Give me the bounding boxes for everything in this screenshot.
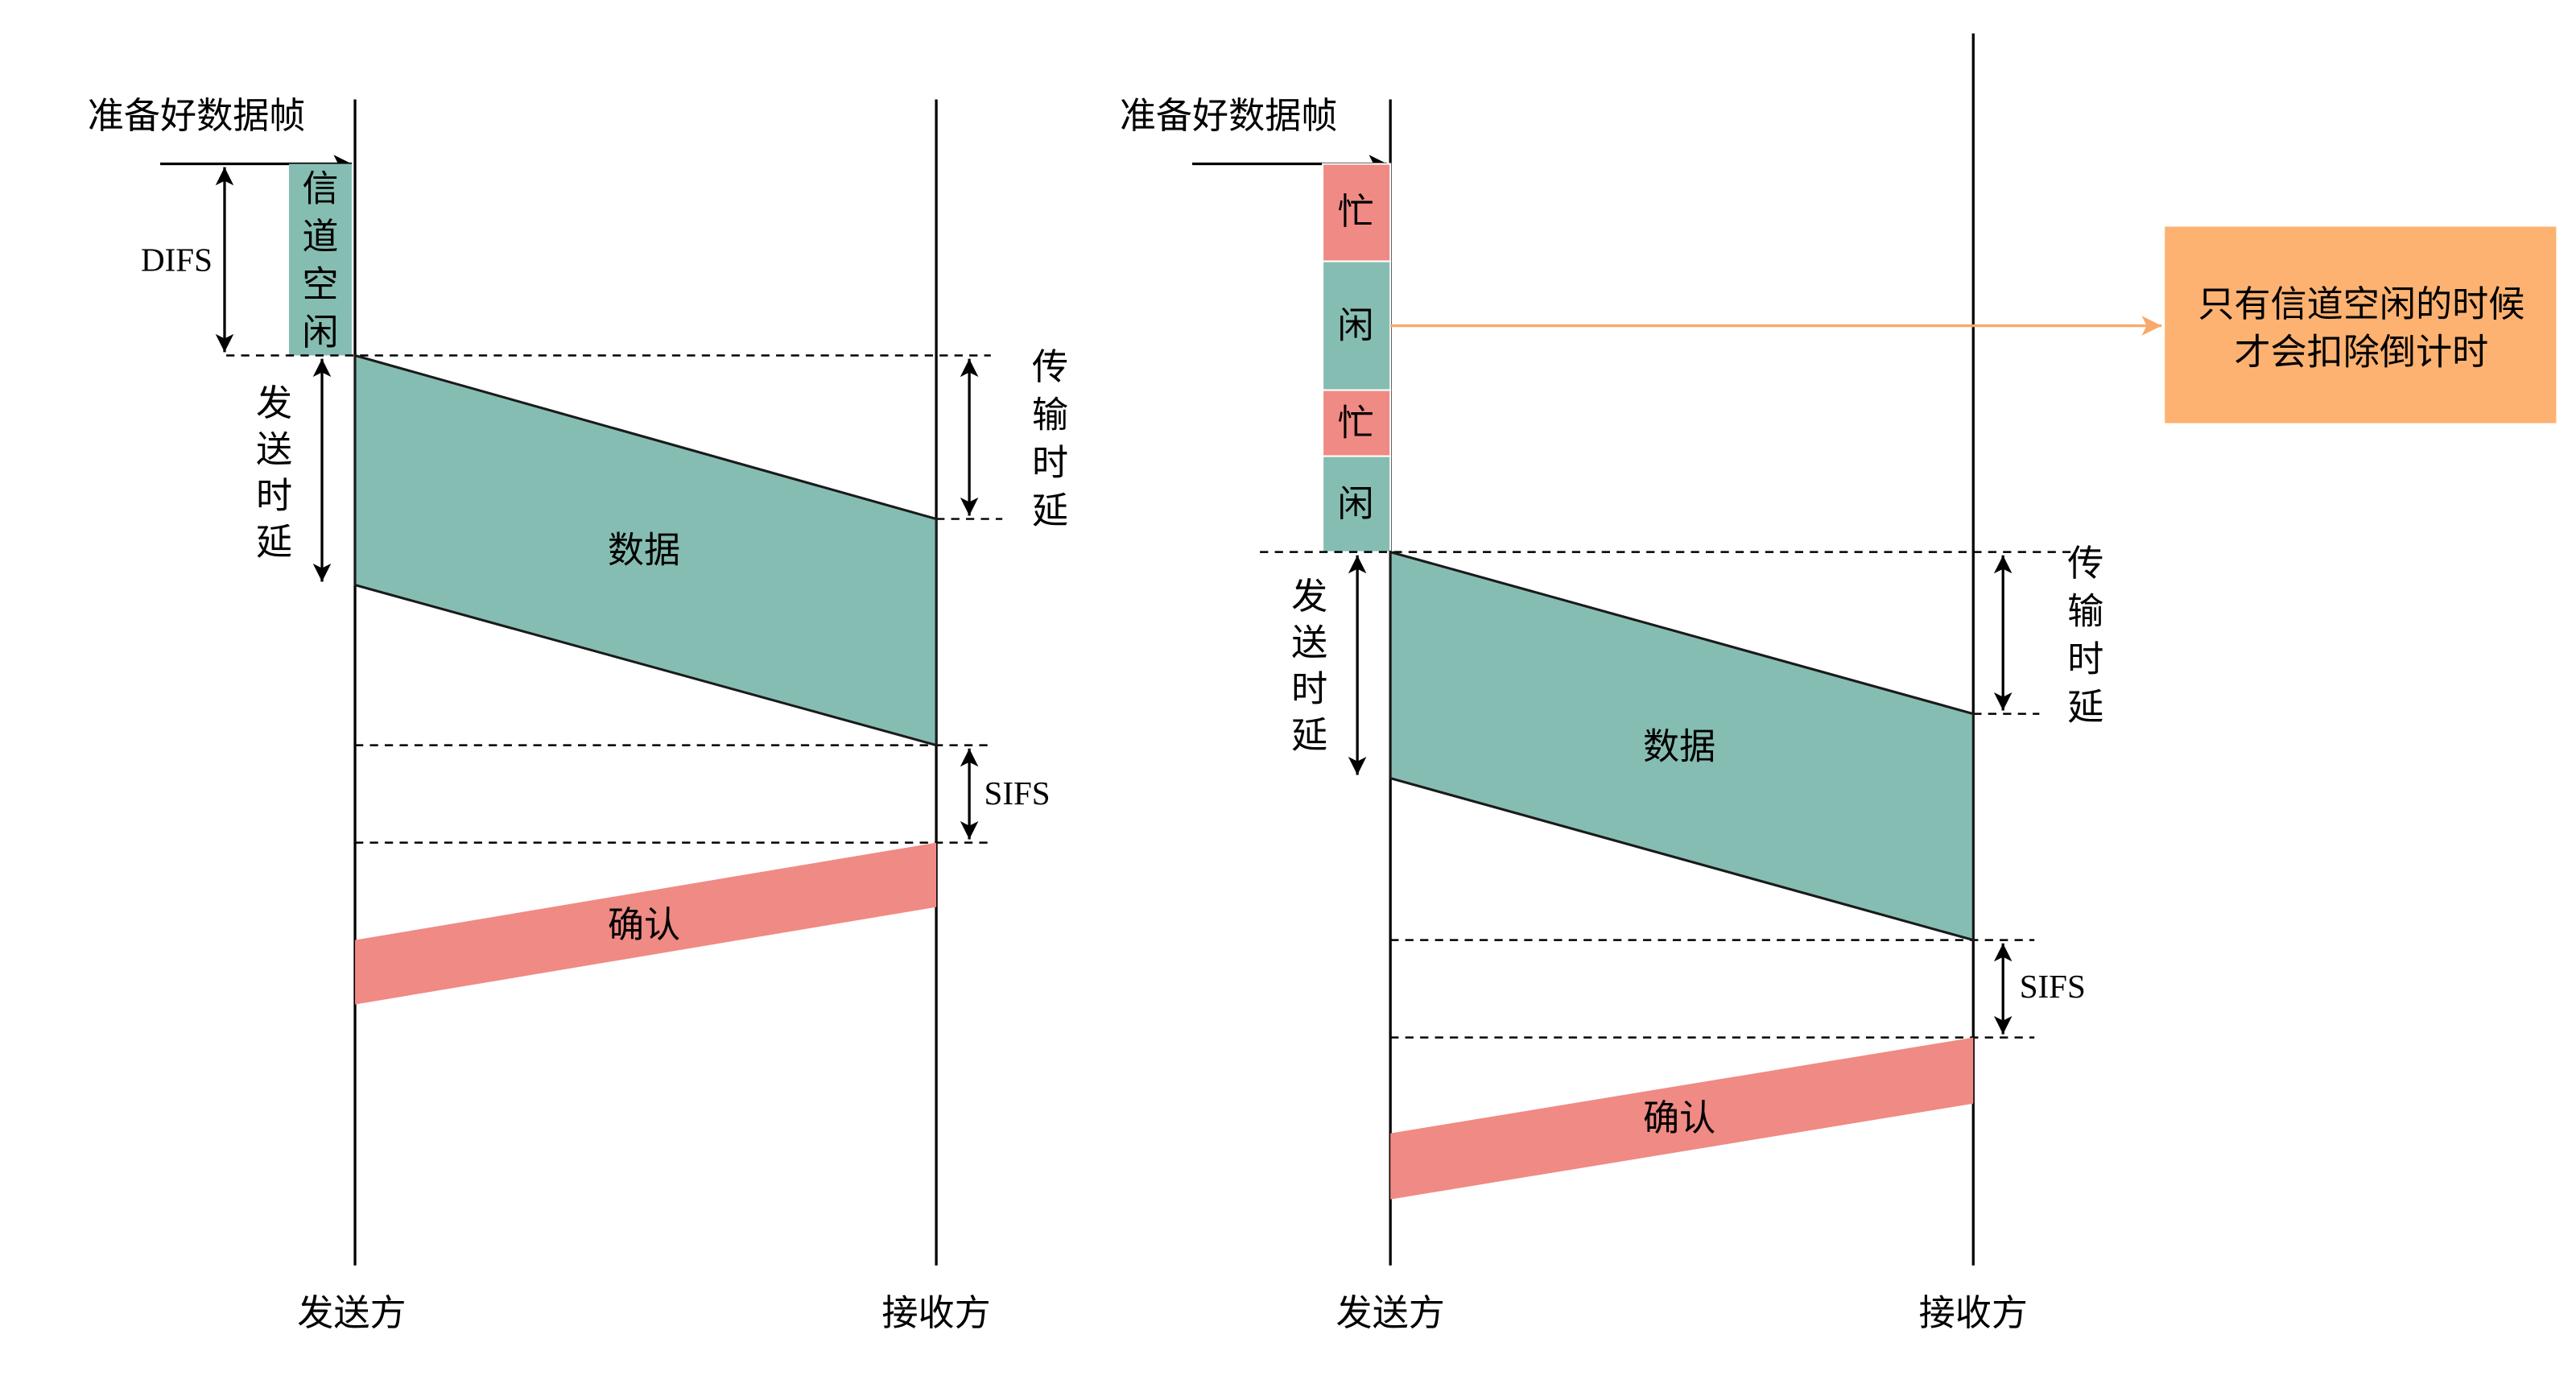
send-delay-label: 发送时延 [1291, 576, 1327, 755]
propagation-delay-label-char: 传 [2067, 543, 2103, 584]
sender-label: 发送方 [1336, 1293, 1445, 1333]
send-delay-label-char: 送 [1291, 622, 1327, 663]
propagation-delay-label-char: 传 [1032, 347, 1068, 387]
send-delay-label-char: 时 [1291, 669, 1327, 709]
channel-idle-label-char: 闲 [302, 312, 338, 353]
channel-idle-label-char: 信 [302, 168, 338, 209]
sender-label: 发送方 [297, 1293, 406, 1333]
propagation-delay-label-char: 延 [1032, 490, 1068, 531]
propagation-delay-label-char: 时 [1032, 443, 1068, 483]
propagation-delay-label-char: 输 [2067, 591, 2103, 631]
ready-frame-label: 准备好数据帧 [88, 96, 306, 136]
difs-label: DIFS [141, 242, 213, 279]
ack-frame [355, 842, 937, 1005]
send-delay-label-char: 延 [256, 522, 292, 562]
propagation-delay-label-char: 输 [1032, 395, 1068, 435]
channel-slot-busy [1322, 163, 1392, 262]
note-text-line-2: 才会扣除倒计时 [2234, 332, 2488, 372]
data-frame-label: 数据 [608, 531, 680, 571]
channel-idle-label-char: 空 [302, 264, 338, 304]
receiver-label: 接收方 [1919, 1293, 2028, 1333]
propagation-delay-label: 传输时延 [1032, 347, 1068, 531]
sifs-label: SIFS [985, 775, 1051, 812]
note-text-line-1: 只有信道空闲的时候 [2198, 284, 2524, 324]
channel-slot-busy [1322, 389, 1392, 457]
ack-frame-label: 确认 [1643, 1098, 1715, 1138]
channel-slot-label: 忙 [1338, 192, 1374, 232]
data-frame-label: 数据 [1643, 727, 1715, 767]
channel-slot-label: 忙 [1338, 403, 1374, 444]
channel-idle-label: 信道空闲 [302, 168, 338, 352]
send-delay-label-char: 发 [1291, 576, 1327, 617]
send-delay-label-char: 延 [1291, 715, 1327, 755]
channel-slot-idle [1322, 260, 1392, 391]
propagation-delay-label-char: 时 [2067, 639, 2103, 680]
note-box [2165, 226, 2557, 423]
send-delay-label-char: 时 [256, 476, 292, 516]
receiver-label: 接收方 [881, 1293, 990, 1333]
sifs-label: SIFS [2020, 968, 2086, 1005]
ack-frame-label: 确认 [608, 905, 680, 945]
data-frame [353, 353, 938, 747]
send-delay-label: 发送时延 [256, 383, 292, 562]
channel-slot-label: 闲 [1338, 484, 1374, 524]
right-diagram: 准备好数据帧 忙 闲 忙 闲 只有信道空闲的时候 才会扣除倒计时 数据 发送时延… [1120, 33, 2557, 1333]
left-diagram: 准备好数据帧 信道空闲 DIFS 数据 发送时延 传输时延 SIFS 确认 发送… [88, 96, 1068, 1333]
ack-frame [1390, 1037, 1974, 1200]
ready-frame-label: 准备好数据帧 [1120, 96, 1338, 136]
channel-slot-idle [1322, 455, 1392, 553]
propagation-delay-label: 传输时延 [2067, 543, 2103, 727]
propagation-delay-label-char: 延 [2067, 687, 2103, 727]
data-frame [1389, 550, 1975, 942]
send-delay-label-char: 送 [256, 429, 292, 469]
channel-slot-label: 闲 [1338, 306, 1374, 346]
channel-idle-box [288, 163, 352, 356]
channel-idle-label-char: 道 [302, 217, 338, 257]
send-delay-label-char: 发 [256, 383, 292, 423]
